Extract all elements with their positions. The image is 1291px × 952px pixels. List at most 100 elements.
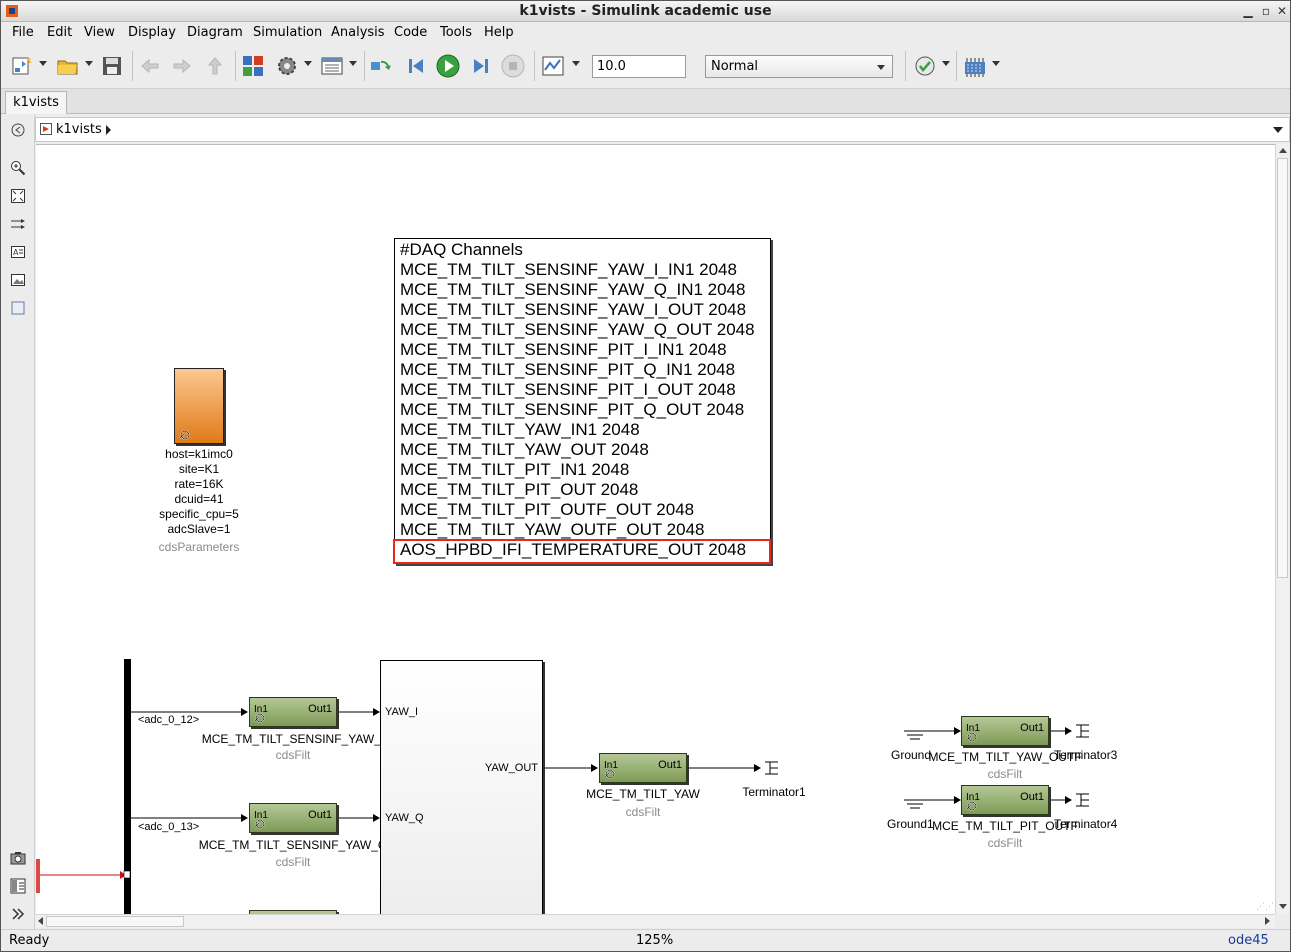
back-arrow-icon: [141, 58, 159, 74]
area-button[interactable]: [10, 300, 26, 316]
out-port-label: Out1: [308, 809, 332, 821]
canvas-corner-grip: ⋰⋰: [1256, 902, 1274, 912]
library-browser-button[interactable]: [241, 54, 265, 78]
model-browser-button[interactable]: [10, 878, 26, 894]
breadcrumb-dropdown-icon[interactable]: [1273, 127, 1283, 133]
sensinf-yaw-q-block[interactable]: In1 Out1: [249, 803, 337, 833]
breadcrumb-arrow-icon[interactable]: [106, 125, 111, 135]
fit-to-view-button[interactable]: [10, 188, 26, 204]
data-inspector-button[interactable]: [541, 54, 565, 78]
vertical-scroll-thumb[interactable]: [1277, 158, 1288, 578]
forward-button[interactable]: [170, 54, 194, 78]
daq-line: MCE_TM_TILT_SENSINF_PIT_I_OUT 2048: [400, 380, 736, 399]
model-config-button[interactable]: [275, 54, 299, 78]
daq-line: MCE_TM_TILT_SENSINF_PIT_Q_IN1 2048: [400, 360, 736, 379]
tilt-yaw-lib: cdsFilt: [625, 805, 661, 819]
menu-simulation[interactable]: Simulation: [253, 25, 323, 40]
daq-channels-annotation[interactable]: #DAQ Channels MCE_TM_TILT_SENSINF_YAW_I_…: [394, 238, 771, 564]
model-explorer-button[interactable]: [320, 54, 344, 78]
tilt-yaw-block[interactable]: In1 Out1: [599, 753, 687, 783]
maximize-button[interactable]: ▫: [1261, 4, 1271, 18]
subsystem-out-yaw: YAW_OUT: [484, 762, 538, 774]
menu-help[interactable]: Help: [484, 25, 514, 40]
new-dropdown-arrow[interactable]: [39, 61, 47, 66]
close-button[interactable]: ✕: [1276, 4, 1288, 18]
daq-line: MCE_TM_TILT_SENSINF_PIT_I_IN1 2048: [400, 340, 727, 359]
advisor-dropdown-arrow[interactable]: [942, 61, 950, 66]
daq-line: MCE_TM_TILT_PIT_OUT 2048: [400, 480, 639, 499]
scroll-right-icon[interactable]: [1265, 917, 1270, 925]
simulation-mode-select[interactable]: Normal: [705, 55, 893, 78]
annotation-button[interactable]: A: [10, 244, 26, 260]
menu-code[interactable]: Code: [394, 25, 428, 40]
save-button[interactable]: [100, 54, 124, 78]
sensinf-yaw-i-block[interactable]: In1 Out1: [249, 697, 337, 727]
cds-parameters-values: host=k1imc0 site=K1 rate=16K dcuid=41 sp…: [139, 447, 259, 537]
horizontal-scrollbar[interactable]: [36, 914, 1275, 928]
toolbar-separator: [235, 51, 236, 81]
config-dropdown-arrow[interactable]: [304, 61, 312, 66]
image-button[interactable]: [10, 272, 26, 288]
cds-parameters-block[interactable]: [174, 368, 224, 444]
menu-edit[interactable]: Edit: [47, 25, 73, 40]
tilt-yaw-outf-block[interactable]: In1 Out1: [961, 716, 1049, 746]
back-button[interactable]: [138, 54, 162, 78]
model-advisor-button[interactable]: [913, 54, 937, 78]
zoom-button[interactable]: [10, 160, 26, 176]
build-dropdown-arrow[interactable]: [992, 61, 1000, 66]
scroll-down-icon[interactable]: [1279, 904, 1287, 909]
tilt-pit-outf-lib: cdsFilt: [987, 836, 1023, 850]
hide-browser-button[interactable]: [10, 122, 26, 138]
in-port-label: In1: [966, 792, 980, 803]
step-back-button[interactable]: [404, 54, 428, 78]
daq-line: MCE_TM_TILT_SENSINF_YAW_I_IN1 2048: [400, 260, 737, 279]
menu-analysis[interactable]: Analysis: [331, 25, 385, 40]
explorer-dropdown-arrow[interactable]: [349, 61, 357, 66]
diagram-canvas[interactable]: host=k1imc0 site=K1 rate=16K dcuid=41 sp…: [36, 144, 1276, 914]
expand-palette-button[interactable]: [10, 906, 26, 922]
build-button[interactable]: [963, 54, 987, 78]
open-dropdown-arrow[interactable]: [85, 61, 93, 66]
route-lines-button[interactable]: [10, 216, 26, 232]
simulation-mode-value: Normal: [711, 59, 759, 74]
signal-label-adc-12: <adc_0_12>: [138, 714, 200, 726]
stop-button[interactable]: [501, 54, 525, 78]
save-icon: [103, 57, 121, 75]
toolbar-separator: [956, 51, 957, 81]
screenshot-button[interactable]: [10, 850, 26, 866]
toolbar-separator: [534, 51, 535, 81]
run-button[interactable]: [436, 54, 460, 78]
open-button[interactable]: [56, 54, 80, 78]
sensinf-block-partial[interactable]: [249, 910, 337, 914]
minimize-button[interactable]: ▁: [1243, 4, 1253, 18]
status-solver[interactable]: ode45: [1228, 933, 1269, 948]
breadcrumb-model[interactable]: k1vists: [56, 122, 102, 137]
tab-strip: k1vists: [1, 89, 1290, 114]
inspector-dropdown-arrow[interactable]: [572, 61, 580, 66]
stop-icon: [501, 54, 525, 78]
menu-file[interactable]: File: [12, 25, 34, 40]
param-host: host=k1imc0: [165, 447, 233, 461]
update-diagram-button[interactable]: [369, 54, 393, 78]
scroll-left-icon[interactable]: [38, 917, 43, 925]
out-port-label: Out1: [1020, 722, 1044, 734]
menu-tools[interactable]: Tools: [440, 25, 473, 40]
scroll-up-icon[interactable]: [1279, 148, 1287, 153]
stop-time-input[interactable]: [592, 55, 686, 78]
sensinf-yaw-i-lib: cdsFilt: [275, 748, 311, 762]
image-icon: [11, 274, 25, 286]
step-forward-button[interactable]: [469, 54, 493, 78]
menu-diagram[interactable]: Diagram: [187, 25, 243, 40]
tilt-subsystem-block[interactable]: YAW_I YAW_Q YAW_OUT: [380, 660, 543, 914]
tilt-pit-outf-block[interactable]: In1 Out1: [961, 785, 1049, 815]
up-button[interactable]: [203, 54, 227, 78]
tab-k1vists[interactable]: k1vists: [5, 91, 67, 114]
menu-display[interactable]: Display: [128, 25, 176, 40]
vertical-scrollbar[interactable]: [1275, 144, 1289, 914]
horizontal-scroll-thumb[interactable]: [46, 916, 184, 927]
cds-parameters-name: cdsParameters: [158, 540, 240, 554]
new-model-button[interactable]: [10, 54, 34, 78]
menu-bar: File Edit View Display Diagram Simulatio…: [1, 22, 1290, 43]
menu-view[interactable]: View: [84, 25, 115, 40]
